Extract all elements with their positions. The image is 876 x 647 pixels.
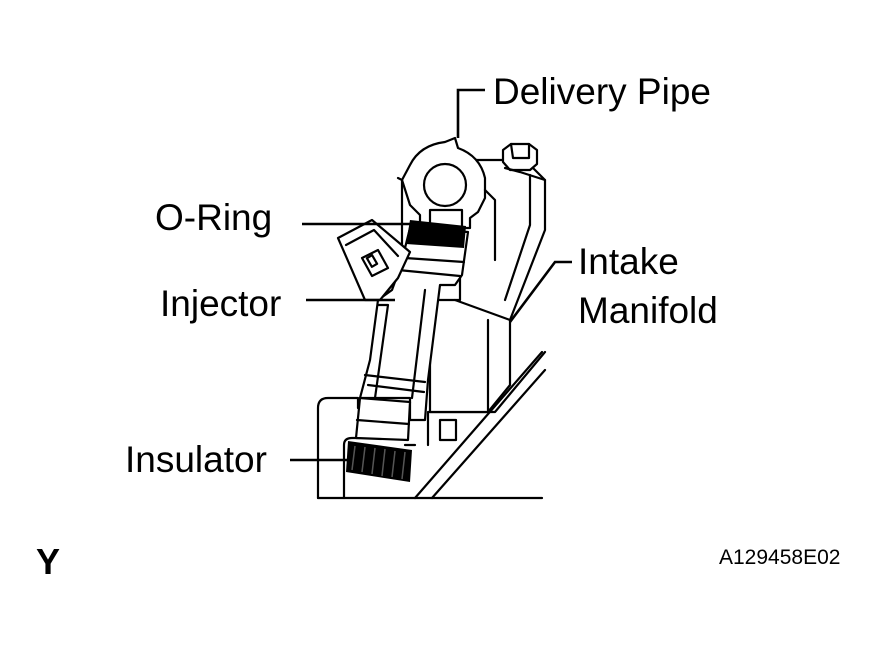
figure-id: A129458E02 [719,546,840,569]
label-o-ring: O-Ring [155,197,272,238]
intake-manifold-housing [428,142,547,414]
label-insulator: Insulator [125,439,267,480]
leader-lines [290,88,572,462]
leader-delivery-pipe [456,88,485,138]
label-delivery-pipe: Delivery Pipe [493,71,711,112]
label-injector: Injector [160,283,281,324]
o-ring-shape [406,220,466,248]
insulator-shape [346,441,412,482]
corner-mark: Y [36,541,60,582]
label-manifold: Manifold [578,290,718,331]
intake-manifold-base [316,350,547,500]
label-intake: Intake [578,241,679,282]
leader-intake-manifold [508,260,572,323]
injector-body [336,218,470,442]
